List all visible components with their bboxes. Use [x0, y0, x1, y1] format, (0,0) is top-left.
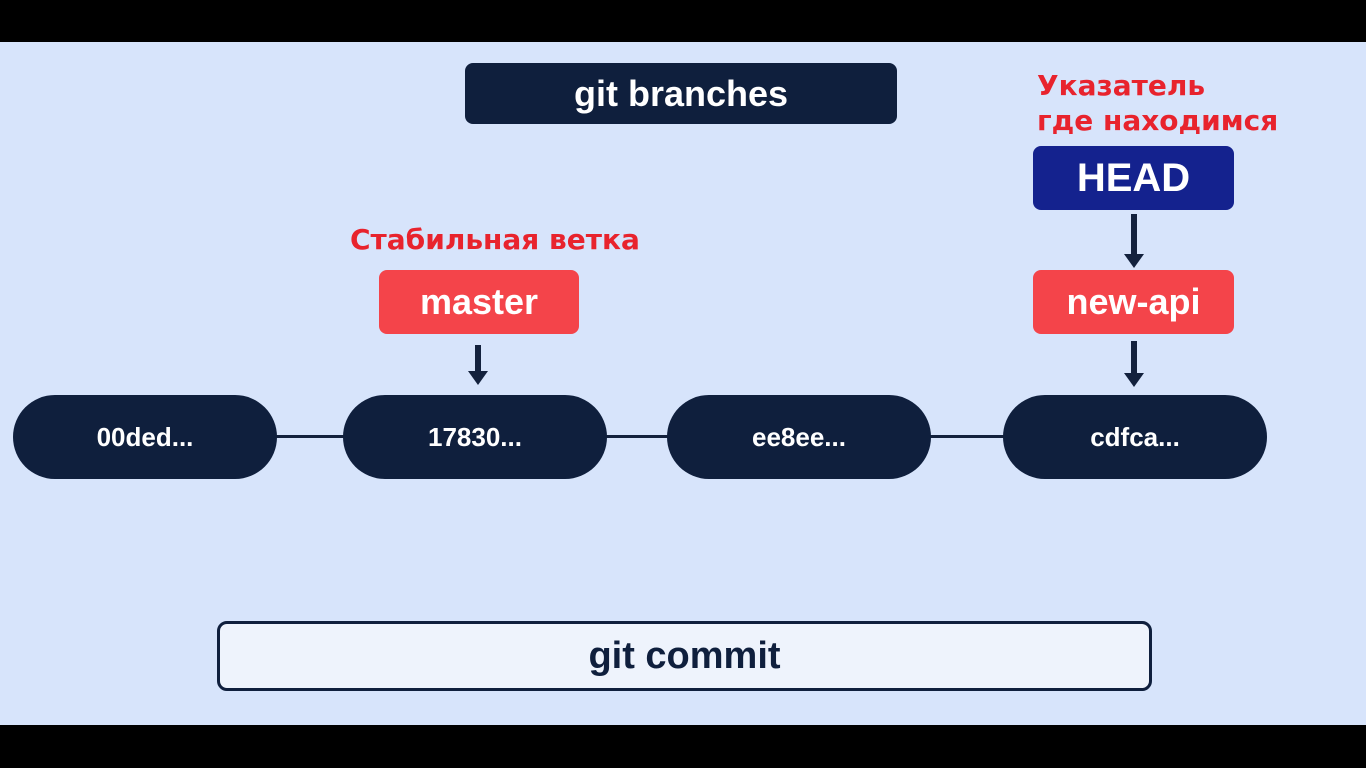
letterbox-top — [0, 0, 1366, 42]
arrow-down-icon — [1124, 341, 1144, 389]
arrow-down-icon — [468, 345, 488, 385]
head-pointer: HEAD — [1033, 146, 1234, 210]
commit-link — [930, 435, 1005, 438]
diagram-canvas: git branches 00ded... 17830... ee8ee... … — [0, 42, 1366, 725]
branch-master: master — [379, 270, 579, 334]
commit-node-3: ee8ee... — [667, 395, 931, 479]
commit-node-2: 17830... — [343, 395, 607, 479]
letterbox-bottom — [0, 725, 1366, 768]
branch-new-api: new-api — [1033, 270, 1234, 334]
diagram-title: git branches — [465, 63, 897, 124]
command-box: git commit — [217, 621, 1152, 691]
master-note: Стабильная ветка — [350, 223, 640, 256]
commit-node-1: 00ded... — [13, 395, 277, 479]
commit-link — [276, 435, 345, 438]
head-note: Указатель где находимся — [1037, 69, 1279, 137]
commit-link — [606, 435, 669, 438]
commit-node-4: cdfca... — [1003, 395, 1267, 479]
arrow-down-icon — [1124, 214, 1144, 270]
